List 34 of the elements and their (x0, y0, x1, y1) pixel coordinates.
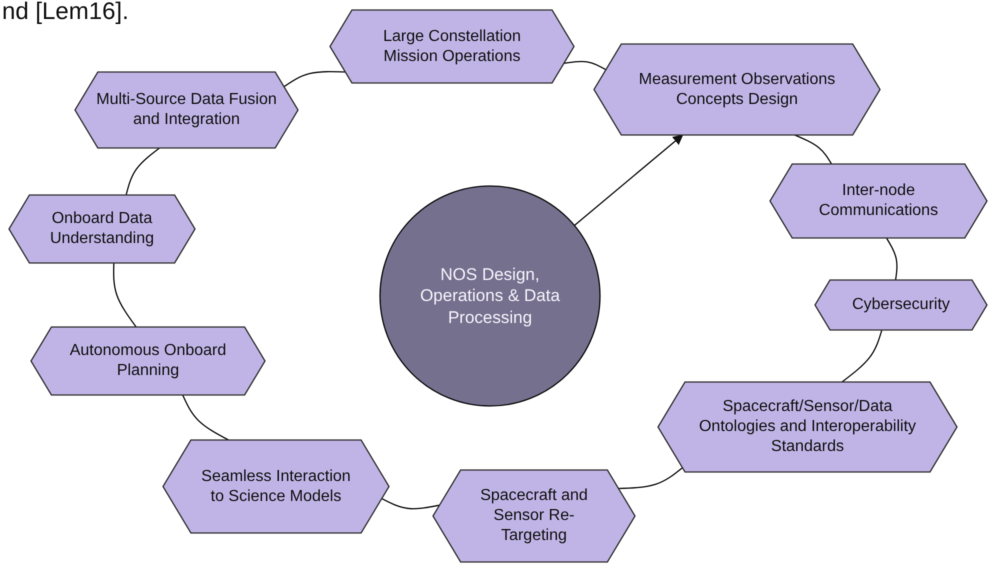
connector-line (182, 394, 229, 441)
connector-line (886, 238, 898, 280)
connector-line (284, 71, 346, 88)
node-label: Cybersecurity (851, 295, 951, 315)
hexagon-node (75, 72, 298, 148)
connector-line (618, 467, 683, 490)
node-label: Spacecraft/Sensor/Data Ontologies and Interoperability Standards (698, 397, 918, 457)
node-label: Large Constellation Mission Operations (382, 26, 522, 66)
hexagon-node (163, 440, 389, 533)
hexagon-node (770, 164, 987, 238)
node-label: Measurement Observations Concepts Design (638, 70, 836, 110)
node-label: NOS Design, Operations & Data Processing (420, 264, 560, 328)
hexagon-node (658, 382, 957, 472)
hexagon-node (9, 195, 195, 263)
connector-line (381, 498, 440, 510)
circle-node (380, 186, 600, 406)
node-label: Onboard Data Understanding (48, 209, 156, 249)
hexagon-node (815, 280, 987, 330)
connector-line (113, 262, 137, 328)
hexagon-node (330, 10, 574, 83)
node-label: Inter-node Communications (818, 181, 940, 221)
arrow (574, 134, 684, 226)
node-label: Multi-Source Data Fusion and Integration (95, 90, 278, 130)
hexagon-node (31, 327, 265, 395)
connector-line (842, 330, 882, 383)
hexagon-node (594, 44, 880, 135)
node-label: Spacecraft and Sensor Re-Targeting (479, 486, 589, 546)
connector-line (126, 147, 160, 196)
node-label: Seamless Interaction to Science Models (200, 466, 352, 506)
note-text: nd [Lem16]. (2, 0, 129, 26)
connector-line (794, 134, 832, 164)
connector-line (564, 60, 606, 70)
node-label: Autonomous Onboard Planning (68, 341, 228, 381)
hexagon-node (433, 470, 635, 562)
